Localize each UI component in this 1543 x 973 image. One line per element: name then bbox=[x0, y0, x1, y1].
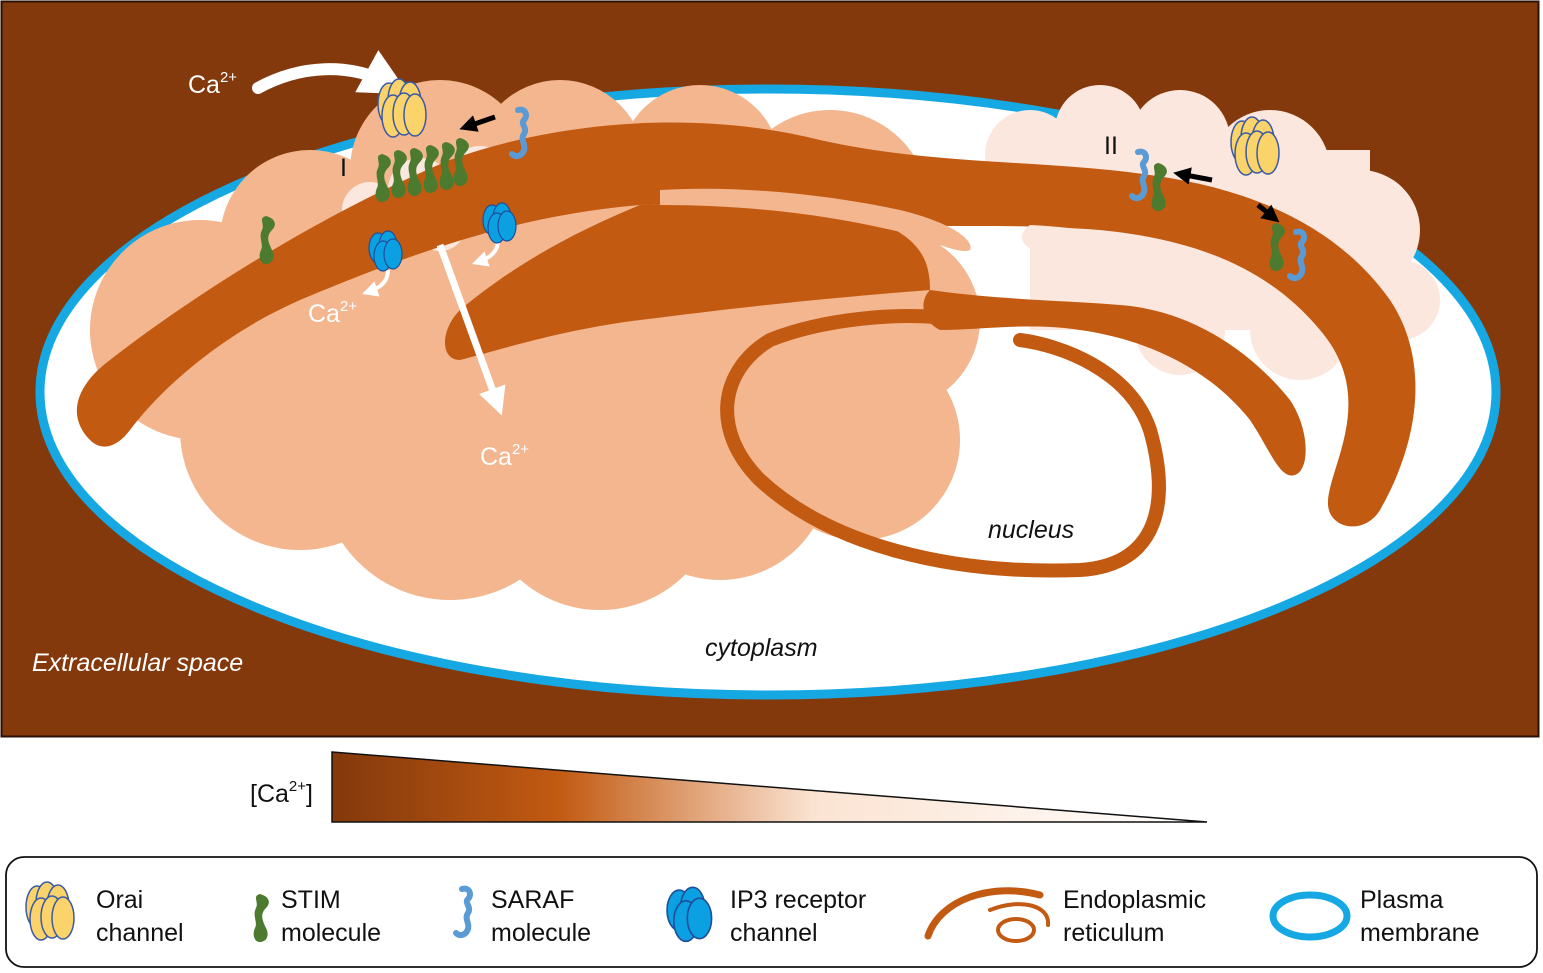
calcium-gradient-wedge bbox=[331, 751, 1208, 823]
nucleus-label: nucleus bbox=[988, 516, 1074, 544]
svg-text:channel: channel bbox=[96, 919, 184, 947]
svg-text:molecule: molecule bbox=[281, 919, 381, 947]
svg-text:Orai: Orai bbox=[96, 886, 143, 914]
svg-text:molecule: molecule bbox=[491, 919, 591, 947]
legend-orai: Orai channel bbox=[25, 881, 184, 947]
stim-arrow-two-left bbox=[1173, 167, 1213, 185]
stim-arrow-two-right bbox=[1256, 203, 1280, 223]
svg-text:SARAF: SARAF bbox=[491, 886, 574, 914]
membrane-legend-icon bbox=[1269, 891, 1351, 941]
svg-text:Plasma: Plasma bbox=[1360, 886, 1443, 914]
extracellular-label: Extracellular space bbox=[32, 649, 243, 677]
legend-membrane: Plasma membrane bbox=[1269, 886, 1480, 947]
ip3r-release-arrow-left bbox=[361, 269, 390, 297]
svg-text:IP3 receptor: IP3 receptor bbox=[730, 886, 866, 914]
region-one-label: I bbox=[340, 154, 347, 182]
calcium-influx-arrow bbox=[252, 50, 409, 95]
svg-text:Endoplasmic: Endoplasmic bbox=[1063, 886, 1206, 914]
legend-er: Endoplasmic reticulum bbox=[924, 886, 1206, 947]
legend-box bbox=[5, 856, 1538, 968]
ca-label-cytoplasm: Ca2+ bbox=[480, 441, 529, 471]
saraf-arrow-one bbox=[459, 114, 496, 132]
svg-text:membrane: membrane bbox=[1360, 919, 1480, 947]
er-lumen-right bbox=[1021, 225, 1281, 300]
svg-text:STIM: STIM bbox=[281, 886, 341, 914]
ca-label-influx: Ca2+ bbox=[188, 69, 237, 99]
svg-text:reticulum: reticulum bbox=[1063, 919, 1164, 947]
region-two-label: II bbox=[1104, 132, 1118, 160]
legend-saraf: SARAF molecule bbox=[456, 886, 591, 947]
gradient-label: [Ca2+] bbox=[250, 778, 313, 808]
legend-stim: STIM molecule bbox=[253, 886, 381, 947]
calcium-diffusion-arrow bbox=[436, 243, 506, 416]
endoplasmic-reticulum bbox=[76, 122, 1416, 578]
svg-text:channel: channel bbox=[730, 919, 818, 947]
legend-ip3r: IP3 receptor channel bbox=[666, 886, 866, 947]
ca-label-release: Ca2+ bbox=[308, 298, 357, 328]
er-lumen bbox=[660, 188, 971, 251]
er-legend-icon bbox=[924, 887, 1044, 940]
cytoplasm-label: cytoplasm bbox=[705, 634, 818, 662]
